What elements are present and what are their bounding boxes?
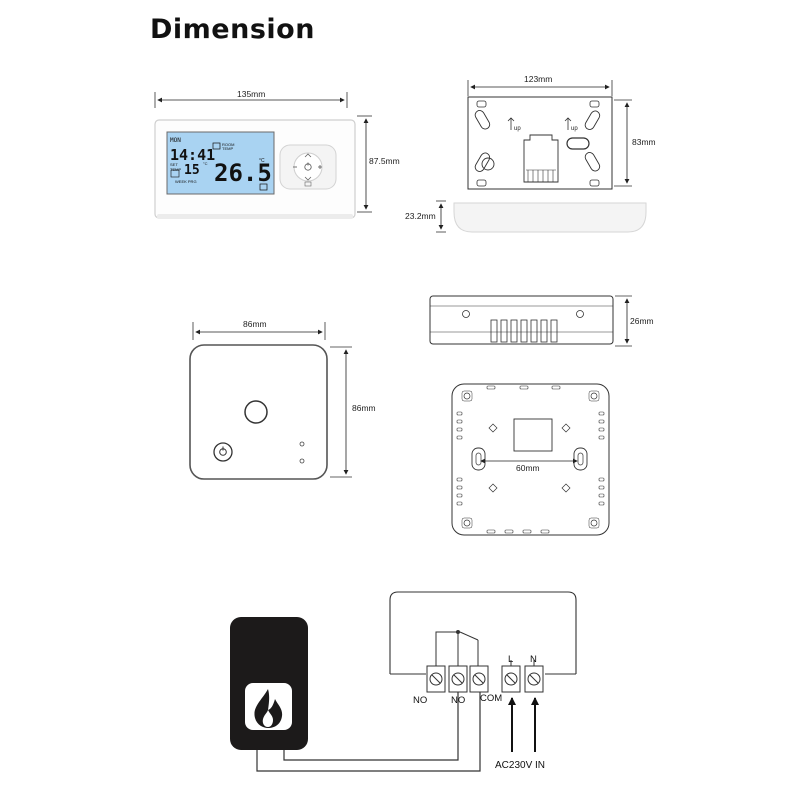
front-view: 135mm MON 14:41 SET TEMP 15 °C WEEK PRG … <box>154 89 400 219</box>
home-icon <box>212 142 221 150</box>
power-button[interactable] <box>213 442 233 462</box>
terminal-block <box>523 134 559 183</box>
terminal-label-com: COM <box>480 693 502 704</box>
mount-slot <box>584 152 601 172</box>
thermostat-edge <box>157 214 353 219</box>
calendar-icon <box>170 169 180 178</box>
lcd-room-temp: 26.5 <box>214 159 272 187</box>
chevron-up-icon[interactable] <box>304 153 312 158</box>
back-height-dimension: 83mm <box>614 99 656 187</box>
terminal <box>448 665 468 693</box>
relay-switch <box>459 631 479 641</box>
flame-icon <box>259 183 268 191</box>
terminal <box>524 665 544 693</box>
receiver-depth-label: 26mm <box>630 316 654 326</box>
lcd-room-temp-label: TEMP <box>222 146 233 151</box>
screw-hole <box>481 157 495 171</box>
lcd-room-label: ROOM <box>222 142 234 147</box>
side-profile-view: 23.2mm <box>405 200 647 233</box>
depth-dimension: 23.2mm <box>405 200 446 233</box>
mount-slot <box>584 110 601 130</box>
status-led <box>299 441 305 447</box>
front-height-dimension: 87.5mm <box>357 115 400 213</box>
front-height-label: 87.5mm <box>369 156 400 166</box>
status-led <box>299 458 305 464</box>
chevron-down-icon[interactable] <box>304 176 312 181</box>
menu-icon[interactable] <box>304 181 312 187</box>
mount-spacing-dimension: 60mm <box>480 458 578 473</box>
terminal-label-n: N <box>530 654 537 665</box>
receiver-front-view: 86mm 86mm <box>189 319 376 480</box>
terminal <box>469 665 489 693</box>
keypad[interactable] <box>279 144 337 190</box>
up-label-right: up <box>571 126 578 132</box>
lcd-mode: WEEK PRG <box>175 179 197 184</box>
pair-button[interactable] <box>244 400 268 424</box>
mount-slot <box>474 152 491 172</box>
back-plate-view: 123mm up up <box>467 74 656 190</box>
dial-button[interactable] <box>293 152 323 182</box>
back-width-label: 123mm <box>524 74 552 84</box>
mount-slot <box>474 110 491 130</box>
flame-icon <box>254 689 283 728</box>
front-width-dimension: 135mm <box>154 89 348 108</box>
front-width-label: 135mm <box>237 89 265 99</box>
back-height-label: 83mm <box>632 137 656 147</box>
up-arrow-icon <box>507 117 515 130</box>
boiler <box>230 617 308 750</box>
receiver-height-dimension: 86mm <box>330 346 376 478</box>
lcd-set-temp: 15 <box>184 163 200 178</box>
relay-wire <box>435 631 458 666</box>
page-title: Dimension <box>150 14 315 45</box>
terminal-label-no-1: NO <box>413 695 427 706</box>
terminal <box>501 665 521 693</box>
receiver-width-dimension: 86mm <box>192 319 326 340</box>
terminal-window <box>513 418 553 452</box>
wiring-diagram: NO NO COM L N AC230V IN <box>230 591 577 772</box>
boiler-wire <box>256 692 481 772</box>
lcd-time: 14:41 <box>170 146 215 164</box>
receiver-width-label: 86mm <box>243 319 267 329</box>
mount-spacing-label: 60mm <box>516 463 540 473</box>
power-input-label: AC230V IN <box>495 760 545 771</box>
oval-hole <box>566 137 590 150</box>
receiver-depth-dimension: 26mm <box>615 295 654 347</box>
up-label-left: up <box>514 126 521 132</box>
lcd-set-unit: °C <box>203 161 208 166</box>
lcd-screen: MON 14:41 SET TEMP 15 °C WEEK PRG ROOM T… <box>166 131 275 195</box>
depth-label: 23.2mm <box>405 211 436 221</box>
lcd-set-label: SET <box>170 162 178 167</box>
lcd-room-unit: °C <box>259 158 265 164</box>
terminal <box>426 665 446 693</box>
lcd-day: MON <box>170 137 181 144</box>
back-width-dimension: 123mm <box>467 74 613 96</box>
up-arrow-icon <box>564 117 572 130</box>
boiler-wire <box>283 692 459 761</box>
lcd-temp-label: TEMP <box>170 167 181 172</box>
receiver-side-view: 26mm <box>429 295 654 347</box>
receiver-back-view: 60mm <box>451 383 610 536</box>
side-terminals <box>490 319 558 343</box>
receiver-height-label: 86mm <box>352 403 376 413</box>
terminal-label-l: L <box>508 654 513 665</box>
